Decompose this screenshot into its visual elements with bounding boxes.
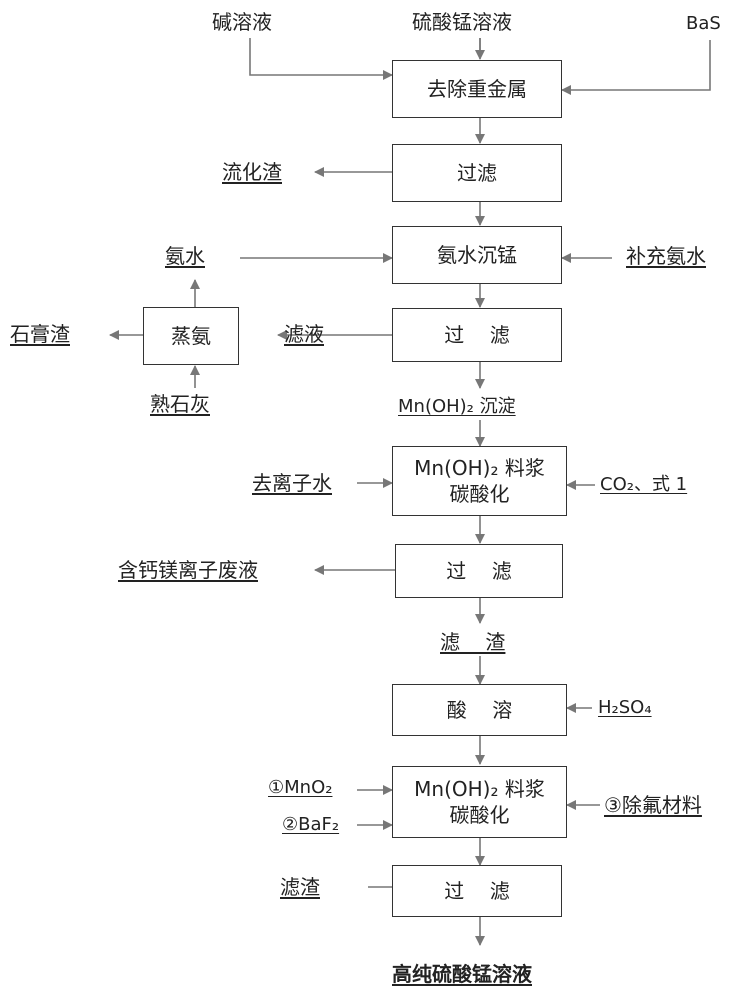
filter-box-1: 过滤: [392, 144, 562, 202]
acid-dissolve-box: 酸 溶: [392, 684, 567, 736]
supplement-ammonia-label: 补充氨水: [626, 244, 706, 268]
sulfide-residue-label: 流化渣: [222, 160, 282, 184]
filter-box-3: 过 滤: [395, 544, 563, 598]
box-label-line1: Mn(OH)₂ 料浆: [414, 456, 545, 480]
ammonia-precipitation-box: 氨水沉锰: [392, 226, 562, 284]
box-label-line1: Mn(OH)₂ 料浆: [414, 777, 545, 801]
box-label: 酸 溶: [446, 698, 513, 722]
filtrate-label: 滤液: [284, 322, 324, 346]
co2-formula-label: CO₂、式 1: [600, 474, 688, 495]
filter-residue-label-2: 滤渣: [280, 875, 320, 899]
carbonation-box-2: Mn(OH)₂ 料浆碳酸化: [392, 766, 567, 838]
bas-label: BaS: [686, 13, 721, 34]
filter-box-2: 过 滤: [392, 308, 562, 362]
sulfuric-acid-label: H₂SO₄: [598, 697, 652, 718]
ammonia-water-label: 氨水: [165, 244, 205, 268]
ammonia-steaming-box: 蒸氨: [143, 307, 239, 365]
box-label-line2: 碳酸化: [449, 803, 510, 827]
box-label: 过 滤: [444, 323, 510, 347]
manganese-sulfate-solution-label: 硫酸锰溶液: [412, 10, 512, 34]
remove-heavy-metals-box: 去除重金属: [392, 60, 562, 118]
filter-residue-label-1: 滤 渣: [440, 630, 506, 654]
product-label: 高纯硫酸锰溶液: [392, 962, 532, 986]
slaked-lime-label: 熟石灰: [150, 392, 210, 416]
mn-hydroxide-precipitate-label: Mn(OH)₂ 沉淀: [398, 396, 516, 417]
ca-mg-wastewater-label: 含钙镁离子废液: [118, 558, 258, 582]
box-label-line2: 碳酸化: [449, 482, 510, 506]
deionized-water-label: 去离子水: [252, 471, 332, 495]
box-label: 蒸氨: [171, 324, 211, 348]
box-label: 去除重金属: [427, 77, 527, 101]
filter-box-4: 过 滤: [392, 865, 562, 917]
carbonation-box-1: Mn(OH)₂ 料浆碳酸化: [392, 446, 567, 516]
box-label: 过滤: [457, 161, 497, 185]
gypsum-residue-label: 石膏渣: [10, 322, 70, 346]
fluoride-removal-material-label: ③除氟材料: [604, 793, 702, 817]
alkali-solution-label: 碱溶液: [212, 10, 272, 34]
mno2-label: ①MnO₂: [268, 777, 333, 798]
baf2-label: ②BaF₂: [282, 814, 340, 835]
box-label: 氨水沉锰: [437, 243, 517, 267]
box-label: 过 滤: [444, 879, 510, 903]
box-label: 过 滤: [446, 559, 512, 583]
